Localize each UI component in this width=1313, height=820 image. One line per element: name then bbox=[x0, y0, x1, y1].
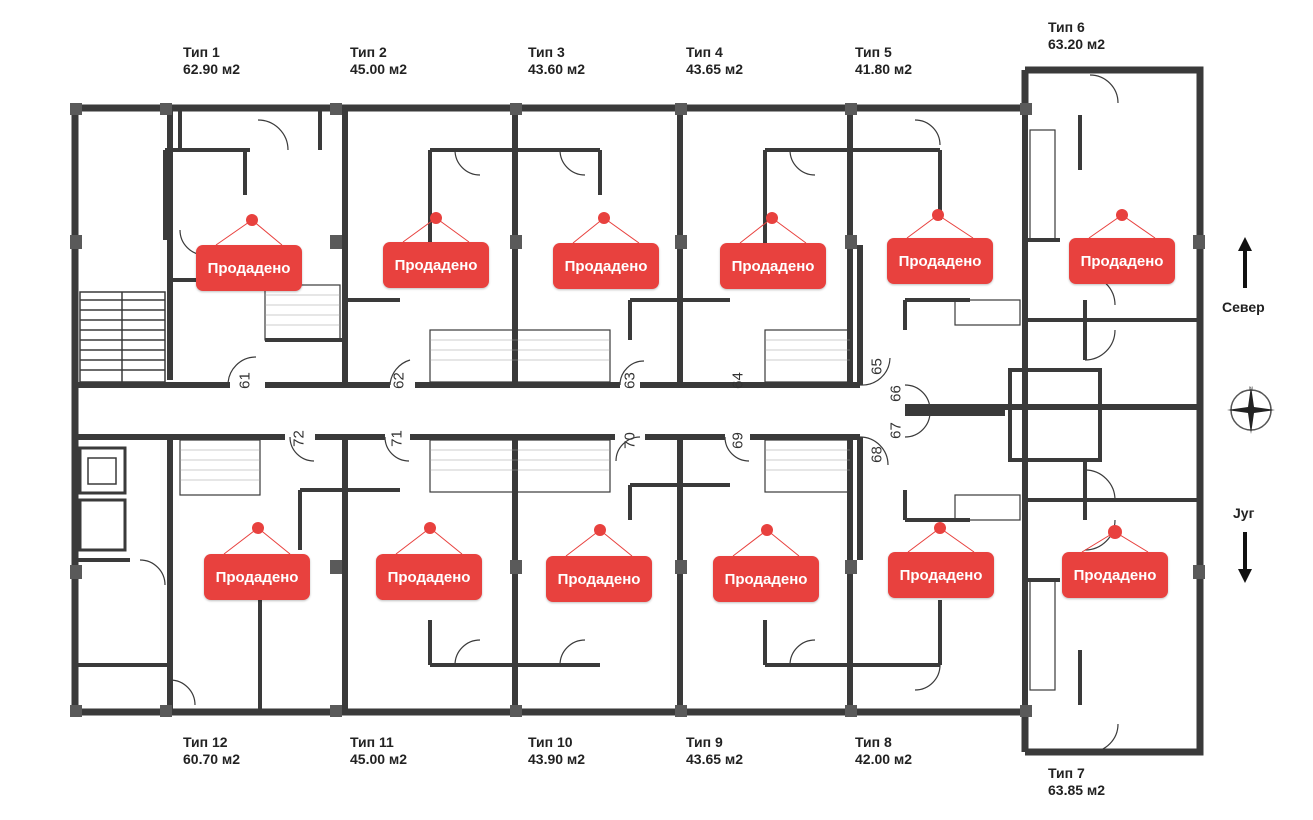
unit-type-label: Тип 2 45.00 м2 bbox=[350, 44, 407, 78]
marker-dot bbox=[430, 212, 442, 224]
unit-type-label: Тип 11 45.00 м2 bbox=[350, 734, 407, 768]
marker-dot bbox=[932, 209, 944, 221]
unit-number: 68 bbox=[868, 446, 886, 463]
unit-number: 62 bbox=[390, 372, 408, 389]
marker-dot bbox=[766, 212, 778, 224]
unit-type: Тип 4 bbox=[686, 44, 723, 60]
unit-type: Тип 11 bbox=[350, 734, 394, 750]
marker-dot bbox=[424, 522, 436, 534]
marker-dot bbox=[761, 524, 773, 536]
unit-walls bbox=[167, 108, 1028, 712]
unit-area: 43.60 м2 bbox=[528, 61, 586, 77]
marker-dot bbox=[1116, 209, 1128, 221]
kitchen-counters bbox=[179, 129, 1056, 691]
marker-dot bbox=[934, 522, 946, 534]
corridor-walls bbox=[75, 245, 1200, 560]
unit-number: 71 bbox=[388, 430, 406, 447]
unit-area: 63.20 м2 bbox=[1048, 36, 1106, 52]
unit-number: 67 bbox=[887, 422, 905, 439]
compass-rose-icon: N bbox=[1227, 386, 1275, 434]
svg-text:N: N bbox=[1249, 387, 1253, 393]
marker-dot bbox=[246, 214, 258, 226]
elevator-shafts bbox=[78, 446, 127, 552]
marker-dot bbox=[598, 212, 610, 224]
marker-dot bbox=[252, 522, 264, 534]
unit-number: 64 bbox=[729, 372, 747, 389]
sold-badge-unit-12[interactable]: Продадено bbox=[204, 554, 310, 600]
unit-type: Тип 3 bbox=[528, 44, 565, 60]
sold-badge-unit-7[interactable]: Продадено bbox=[1062, 552, 1168, 598]
unit-type-label: Тип 3 43.60 м2 bbox=[528, 44, 585, 78]
unit-number: 72 bbox=[290, 430, 308, 447]
unit-area: 45.00 м2 bbox=[350, 61, 408, 77]
unit-type-label: Тип 5 41.80 м2 bbox=[855, 44, 912, 78]
unit-area: 63.85 м2 bbox=[1048, 782, 1106, 798]
unit-type-label: Тип 6 63.20 м2 bbox=[1048, 19, 1105, 53]
sold-badge-unit-11[interactable]: Продадено bbox=[376, 554, 482, 600]
unit-number: 66 bbox=[887, 385, 905, 402]
interior-partitions bbox=[75, 108, 1200, 712]
unit-number: 63 bbox=[621, 372, 639, 389]
sold-badge-unit-2[interactable]: Продадено bbox=[383, 242, 489, 288]
unit-area: 43.90 м2 bbox=[528, 751, 586, 767]
unit-number: 65 bbox=[868, 358, 886, 375]
unit-type: Тип 10 bbox=[528, 734, 573, 750]
south-label: Југ bbox=[1233, 505, 1255, 521]
unit-type: Тип 2 bbox=[350, 44, 387, 60]
unit-type: Тип 6 bbox=[1048, 19, 1085, 35]
sold-badge-unit-8[interactable]: Продадено bbox=[888, 552, 994, 598]
sold-badge-unit-10[interactable]: Продадено bbox=[546, 556, 652, 602]
sold-badge-unit-1[interactable]: Продадено bbox=[196, 245, 302, 291]
unit-area: 42.00 м2 bbox=[855, 751, 913, 767]
sold-badge-unit-3[interactable]: Продадено bbox=[553, 243, 659, 289]
sold-badge-unit-6[interactable]: Продадено bbox=[1069, 238, 1175, 284]
arrow-down-icon bbox=[1238, 532, 1252, 583]
north-label: Север bbox=[1222, 299, 1265, 315]
sold-badge-unit-9[interactable]: Продадено bbox=[713, 556, 819, 602]
unit-type-label: Тип 10 43.90 м2 bbox=[528, 734, 585, 768]
unit-type: Тип 1 bbox=[183, 44, 220, 60]
marker-dot bbox=[1108, 525, 1122, 539]
sold-badge-unit-4[interactable]: Продадено bbox=[720, 243, 826, 289]
unit-type: Тип 7 bbox=[1048, 765, 1085, 781]
unit-type-label: Тип 12 60.70 м2 bbox=[183, 734, 240, 768]
stairwell bbox=[79, 291, 166, 383]
tile-hatch bbox=[180, 294, 850, 481]
unit-type-label: Тип 4 43.65 м2 bbox=[686, 44, 743, 78]
marker-dot bbox=[594, 524, 606, 536]
unit-area: 62.90 м2 bbox=[183, 61, 241, 77]
unit-type-label: Тип 1 62.90 м2 bbox=[183, 44, 240, 78]
unit-area: 45.00 м2 bbox=[350, 751, 408, 767]
unit-type: Тип 5 bbox=[855, 44, 892, 60]
sold-badge-unit-5[interactable]: Продадено bbox=[887, 238, 993, 284]
unit-area: 43.65 м2 bbox=[686, 751, 744, 767]
arrow-up-icon bbox=[1238, 237, 1252, 288]
unit-type: Тип 8 bbox=[855, 734, 892, 750]
unit-area: 60.70 м2 bbox=[183, 751, 241, 767]
outer-walls bbox=[71, 66, 1204, 756]
door-swings bbox=[139, 74, 1119, 753]
unit-number: 61 bbox=[236, 372, 254, 389]
unit-area: 41.80 м2 bbox=[855, 61, 913, 77]
unit-type-label: Тип 7 63.85 м2 bbox=[1048, 765, 1105, 799]
unit-type-label: Тип 9 43.65 м2 bbox=[686, 734, 743, 768]
unit-type-label: Тип 8 42.00 м2 bbox=[855, 734, 912, 768]
unit-type: Тип 12 bbox=[183, 734, 228, 750]
columns bbox=[70, 103, 1205, 717]
unit-number: 70 bbox=[621, 432, 639, 449]
sold-markers bbox=[215, 209, 1156, 557]
unit-number: 69 bbox=[729, 432, 747, 449]
unit-area: 43.65 м2 bbox=[686, 61, 744, 77]
unit-type: Тип 9 bbox=[686, 734, 723, 750]
